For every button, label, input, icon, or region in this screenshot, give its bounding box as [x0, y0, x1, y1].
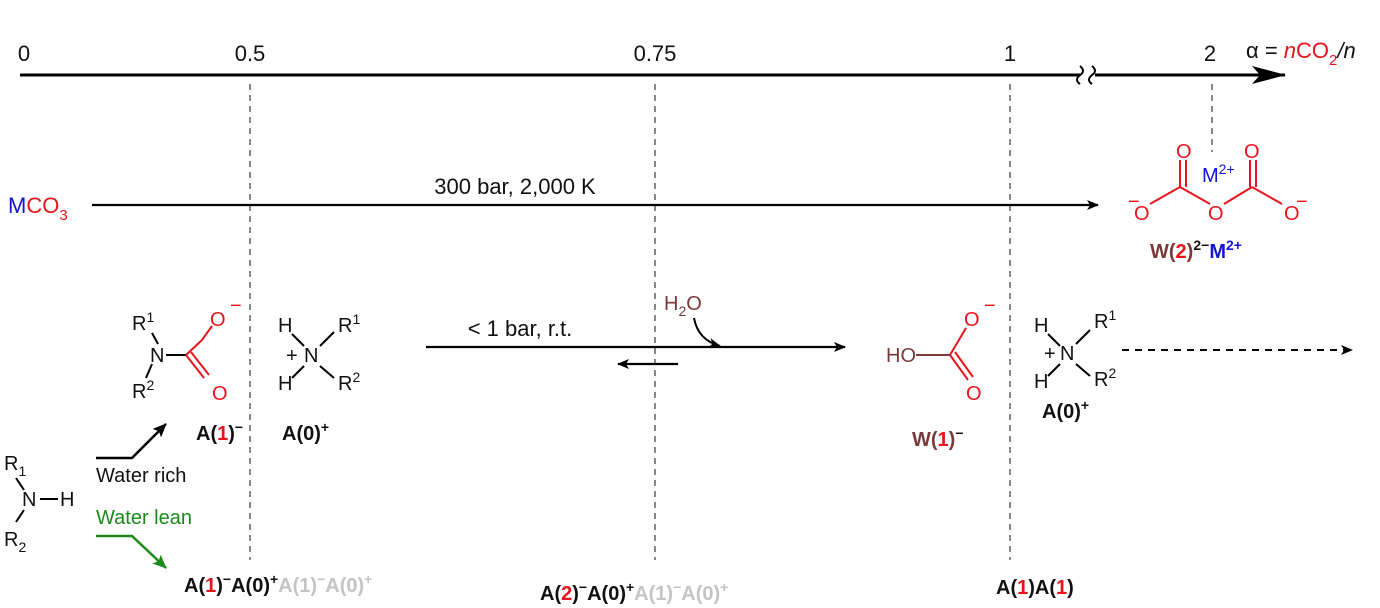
condition-300bar: 300 bar, 2,000 K [434, 174, 596, 199]
tick-1: 1 [1004, 41, 1016, 66]
water-lean-arrow [96, 534, 167, 569]
amine-r1: R1 [4, 453, 26, 479]
water-curved-arrow [693, 317, 721, 348]
svg-text:−: − [1296, 191, 1308, 213]
amine-r2: R2 [4, 529, 26, 555]
mco3-label: MCO3 [8, 193, 68, 224]
svg-text:N: N [1060, 343, 1074, 365]
svg-text:O: O [1176, 141, 1192, 163]
svg-text:+: + [286, 345, 298, 367]
tick-2: 2 [1204, 41, 1216, 66]
high-pressure-row: MCO3 300 bar, 2,000 K O − O O O O − M2+ … [8, 141, 1308, 263]
amine-section: R1 N H R2 Water rich Water lean [4, 423, 192, 569]
alpha-axis: 0 0.5 0.75 1 2 α = nCO2/n [18, 38, 1356, 85]
low-pressure-row: R1 N R2 O − O A(1)− H R1 + N H R2 [132, 293, 1353, 451]
svg-text:H: H [1034, 371, 1048, 393]
svg-text:+: + [1044, 343, 1056, 365]
alpha-label: α = nCO2/n [1246, 38, 1356, 69]
svg-text:H: H [1034, 315, 1048, 337]
condition-1bar: < 1 bar, r.t. [468, 316, 573, 341]
water-rich-arrow [96, 423, 167, 460]
svg-text:O: O [210, 309, 226, 331]
pair-label-075: A(2)−A(0)+A(1)−A(0)+ [540, 579, 728, 605]
axis-break-icon [1076, 65, 1084, 85]
bottom-labels: A(1)−A(0)+A(1)−A(0)+ A(2)−A(0)+A(1)−A(0)… [184, 571, 1074, 605]
amine-n: N [22, 489, 36, 511]
svg-text:R2: R2 [338, 369, 360, 395]
carbamate-label: A(1)− [196, 419, 243, 445]
pyrocarbonate-structure [1149, 160, 1283, 205]
svg-text:R1: R1 [1094, 307, 1116, 333]
tick-0: 0 [18, 41, 30, 66]
svg-text:H: H [278, 373, 292, 395]
bicarbonate-label: W(1)− [912, 425, 964, 451]
svg-text:O: O [212, 383, 228, 405]
svg-text:O: O [1244, 141, 1260, 163]
svg-text:R2: R2 [1094, 365, 1116, 391]
svg-text:R2: R2 [132, 377, 154, 403]
pair-label-1: A(1)A(1) [996, 577, 1074, 599]
svg-text:N: N [150, 345, 164, 367]
pair-label-05: A(1)−A(0)+A(1)−A(0)+ [184, 571, 372, 597]
svg-text:−: − [984, 295, 996, 317]
svg-text:O: O [1208, 203, 1224, 225]
dashed-guides [249, 84, 1213, 560]
svg-text:O: O [964, 309, 980, 331]
m2plus-ion: M2+ [1202, 161, 1235, 187]
water-label: H2O [664, 293, 702, 319]
svg-text:O: O [966, 383, 982, 405]
svg-text:O: O [1284, 203, 1300, 225]
svg-text:R1: R1 [338, 311, 360, 337]
amine-h: H [60, 489, 74, 511]
svg-text:H: H [278, 315, 292, 337]
tick-0.75: 0.75 [634, 41, 677, 66]
ammonium-structure-left: H R1 + N H R2 [278, 311, 360, 395]
carbamate-structure: R1 N R2 O − O [132, 295, 242, 405]
ammonium-label-right: A(0)+ [1042, 397, 1089, 423]
svg-text:HO: HO [886, 345, 916, 367]
ammonium-structure-right: H R1 + N H R2 [1034, 307, 1116, 393]
o-left: O [1134, 203, 1150, 225]
svg-text:−: − [1128, 191, 1140, 213]
svg-text:N: N [304, 345, 318, 367]
ammonium-label-left: A(0)+ [282, 419, 329, 445]
svg-text:−: − [230, 295, 242, 317]
bicarbonate-structure: HO O − O [886, 295, 996, 405]
water-lean-label: Water lean [96, 507, 192, 529]
water-rich-label: Water rich [96, 465, 186, 487]
svg-text:R1: R1 [132, 309, 154, 335]
w2-m2-label: W(2)2−M2+ [1150, 237, 1242, 263]
tick-0.5: 0.5 [235, 41, 266, 66]
